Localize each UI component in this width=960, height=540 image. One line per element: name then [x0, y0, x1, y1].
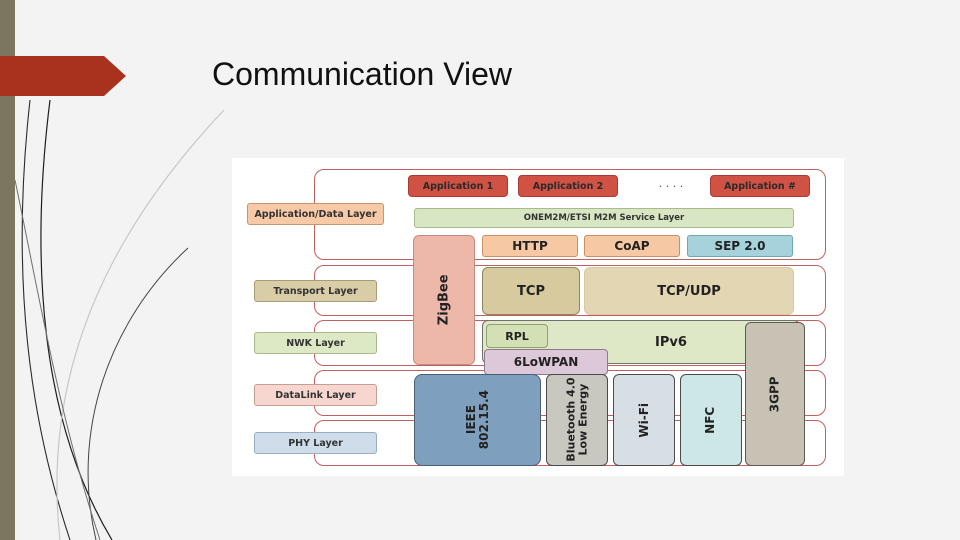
layer-label-transport: Transport Layer	[254, 280, 377, 302]
sidebar-strip	[0, 0, 15, 540]
ieee-802154-box: IEEE 802.15.4	[414, 374, 541, 466]
slide-title: Communication View	[212, 56, 512, 92]
wifi-box: Wi-Fi	[613, 374, 675, 466]
threegpp-box: 3GPP	[745, 322, 805, 466]
nfc-box: NFC	[680, 374, 742, 466]
nfc-label: NFC	[703, 406, 718, 434]
application-2: Application 2	[518, 175, 618, 197]
wifi-label: Wi-Fi	[636, 402, 651, 438]
layer-label-phy: PHY Layer	[254, 432, 377, 454]
application-1: Application 1	[408, 175, 508, 197]
application-n: Application #	[710, 175, 810, 197]
layer-label-application: Application/Data Layer	[247, 203, 384, 225]
bluetooth-label: Bluetooth 4.0 Low Energy	[564, 378, 590, 462]
zigbee-stack: ZigBee	[413, 235, 475, 365]
layer-label-datalink: DataLink Layer	[254, 384, 377, 406]
bluetooth-label-line2: Low Energy	[576, 384, 590, 456]
zigbee-label: ZigBee	[436, 274, 452, 326]
protocol-sep: SEP 2.0	[687, 235, 793, 257]
threegpp-label: 3GPP	[767, 376, 782, 412]
protocol-http: HTTP	[482, 235, 578, 257]
ieee-label: IEEE 802.15.4	[464, 390, 491, 450]
m2m-service-layer: ONEM2M/ETSI M2M Service Layer	[414, 208, 794, 228]
rpl-box: RPL	[486, 324, 548, 348]
iot-stack-diagram: Application/Data Layer Transport Layer N…	[232, 158, 844, 476]
bluetooth-le-box: Bluetooth 4.0 Low Energy	[546, 374, 608, 466]
protocol-coap: CoAP	[584, 235, 680, 257]
decorative-lines	[14, 99, 225, 540]
sixlowpan-box: 6LoWPAN	[484, 349, 608, 375]
ieee-label-line2: 802.15.4	[476, 390, 491, 450]
tcp-udp-box: TCP/UDP	[584, 267, 794, 315]
applications-ellipsis: · · · ·	[658, 179, 684, 193]
title-accent-arrow	[0, 56, 126, 96]
layer-label-network: NWK Layer	[254, 332, 377, 354]
ipv6-label: IPv6	[655, 334, 687, 350]
tcp-box: TCP	[482, 267, 580, 315]
